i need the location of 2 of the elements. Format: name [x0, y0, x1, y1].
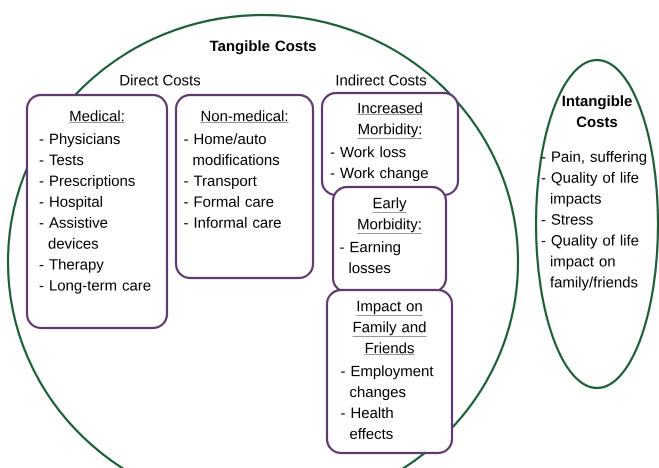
section-label: Indirect Costs [336, 74, 426, 86]
section-label: Direct Costs [120, 74, 200, 86]
